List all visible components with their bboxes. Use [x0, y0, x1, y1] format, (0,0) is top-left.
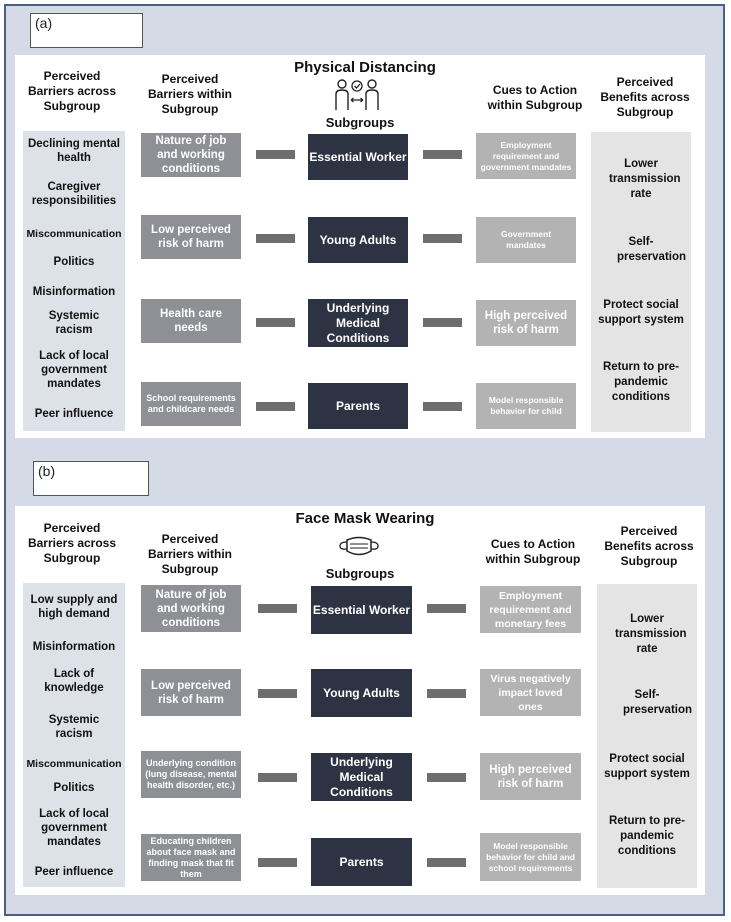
barrier-across-item: Misinformation	[32, 286, 116, 298]
cue-box: Model responsible behavior for child	[476, 383, 576, 429]
panel-b-tag: (b)	[33, 461, 149, 496]
cue-box: High perceived risk of harm	[476, 300, 576, 346]
benefit-item: Self-preservation	[617, 236, 687, 263]
benefit-item: Self-preservation	[623, 689, 693, 716]
barrier-within-box: Low perceived risk of harm	[141, 669, 241, 716]
subgroup-box: Parents	[308, 383, 408, 429]
connector-bar	[258, 773, 297, 782]
connector-bar	[423, 318, 462, 327]
col4-header: Cues to Action within Subgroup	[485, 537, 581, 566]
barrier-within-box: Educating children about face mask and f…	[141, 834, 241, 881]
barrier-across-item: Misinformation	[32, 641, 116, 653]
barrier-across-item: Politics	[53, 782, 95, 794]
subgroup-box: Underlying Medical Conditions	[308, 299, 408, 347]
connector-bar	[427, 773, 466, 782]
benefit-item: Protect social support system	[598, 299, 684, 326]
benefit-item: Lower transmission rate	[615, 613, 687, 655]
barrier-across-item: Miscommunication	[26, 758, 122, 770]
subgroups-header: Subgroups	[325, 115, 395, 130]
connector-bar	[256, 402, 295, 411]
benefits-column: Lower transmission rate Self-preservatio…	[597, 584, 697, 888]
connector-bar	[258, 604, 297, 613]
col5-header: Perceived Benefits across Subgroup	[600, 75, 690, 119]
col5-header: Perceived Benefits across Subgroup	[604, 524, 694, 568]
cue-box: Employment requirement and monetary fees	[480, 586, 581, 633]
cue-box: High perceived risk of harm	[480, 753, 581, 800]
barrier-within-box: Nature of job and working conditions	[141, 133, 241, 177]
connector-bar	[423, 402, 462, 411]
panel-a: Perceived Barriers across Subgroup Perce…	[15, 55, 705, 438]
subgroup-box: Young Adults	[311, 669, 412, 717]
connector-bar	[423, 234, 462, 243]
barrier-within-box: Underlying condition (lung disease, ment…	[141, 751, 241, 798]
panel-title: Physical Distancing	[294, 59, 436, 76]
face-mask-icon	[337, 536, 381, 558]
barrier-across-item: Peer influence	[34, 866, 114, 878]
panel-a-tag: (a)	[30, 13, 143, 48]
connector-bar	[258, 858, 297, 867]
barriers-across-column: Declining mental health Caregiver respon…	[23, 131, 125, 431]
connector-bar	[427, 858, 466, 867]
col2-header: Perceived Barriers within Subgroup	[147, 72, 233, 116]
connector-bar	[256, 234, 295, 243]
col1-header: Perceived Barriers across Subgroup	[27, 521, 117, 565]
subgroup-box: Essential Worker	[311, 586, 412, 634]
panel-title: Face Mask Wearing	[295, 510, 435, 527]
barrier-across-item: Miscommunication	[26, 228, 122, 240]
connector-bar	[256, 318, 295, 327]
barrier-across-item: Systemic racism	[48, 310, 100, 336]
connector-bar	[258, 689, 297, 698]
col2-header: Perceived Barriers within Subgroup	[147, 532, 233, 576]
barriers-across-column: Low supply and high demand Misinformatio…	[23, 583, 125, 887]
subgroup-box: Underlying Medical Conditions	[311, 753, 412, 801]
barrier-within-box: Health care needs	[141, 299, 241, 343]
col4-header: Cues to Action within Subgroup	[487, 83, 583, 112]
benefit-item: Protect social support system	[604, 753, 690, 780]
barrier-across-item: Lack of local government mandates	[39, 350, 109, 390]
barrier-within-box: Nature of job and working conditions	[141, 585, 241, 632]
barrier-across-item: Caregiver responsibilities	[31, 181, 117, 207]
benefit-item: Lower transmission rate	[609, 158, 681, 200]
col1-header: Perceived Barriers across Subgroup	[27, 69, 117, 113]
panel-b: Perceived Barriers across Subgroup Perce…	[15, 506, 705, 895]
connector-bar	[423, 150, 462, 159]
subgroup-box: Young Adults	[308, 217, 408, 263]
barrier-across-item: Peer influence	[34, 408, 114, 420]
barrier-within-box: School requirements and childcare needs	[141, 382, 241, 426]
barrier-across-item: Systemic racism	[48, 714, 100, 740]
cue-box: Model responsible behavior for child and…	[480, 833, 581, 881]
subgroup-box: Parents	[311, 838, 412, 886]
cue-box: Employment requirement and government ma…	[476, 133, 576, 179]
connector-bar	[427, 689, 466, 698]
barrier-across-item: Lack of knowledge	[44, 668, 104, 694]
barrier-across-item: Low supply and high demand	[30, 594, 118, 620]
subgroup-box: Essential Worker	[308, 134, 408, 180]
benefit-item: Return to pre-pandemic conditions	[608, 815, 686, 857]
connector-bar	[427, 604, 466, 613]
cue-box: Government mandates	[476, 217, 576, 263]
connector-bar	[256, 150, 295, 159]
subgroups-header: Subgroups	[325, 566, 395, 581]
barrier-within-box: Low perceived risk of harm	[141, 215, 241, 259]
barrier-across-item: Lack of local government mandates	[39, 808, 109, 848]
benefit-item: Return to pre-pandemic conditions	[602, 361, 680, 403]
people-distancing-icon	[333, 78, 381, 112]
barrier-across-item: Politics	[53, 256, 95, 268]
benefits-column: Lower transmission rate Self-preservatio…	[591, 132, 691, 432]
cue-box: Virus negatively impact loved ones	[480, 669, 581, 716]
barrier-across-item: Declining mental health	[27, 138, 121, 164]
